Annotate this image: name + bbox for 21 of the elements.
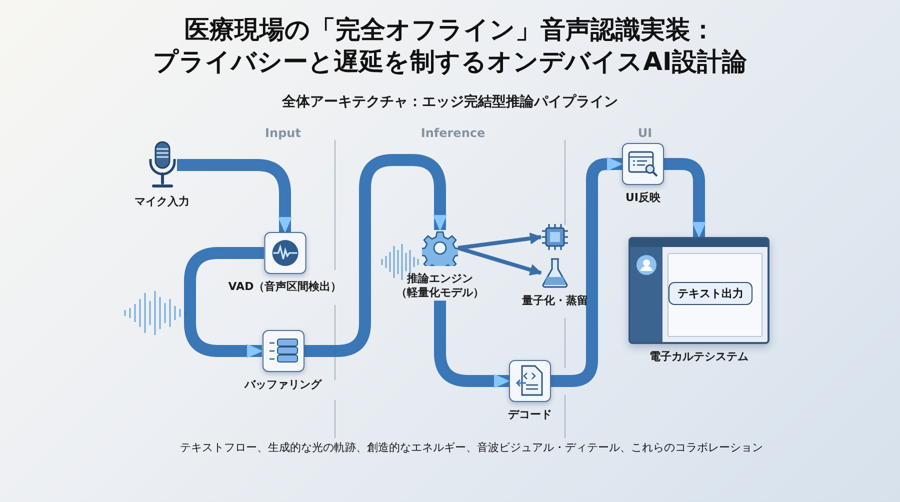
arrow [458, 232, 542, 250]
flow-pipe [551, 157, 623, 387]
column-heading: UI [638, 126, 652, 140]
flow-pipe [177, 159, 292, 233]
node-label: マイク入力 [134, 195, 190, 210]
node-label: バッファリング [244, 378, 322, 392]
arrow [457, 246, 542, 276]
node-label: VAD（音声区間検出） [228, 280, 342, 294]
speech-bubble: テキスト出力 [668, 282, 752, 305]
flow-pipe [184, 247, 264, 358]
node-label: UI反映 [625, 191, 661, 206]
node-label: デコード [508, 408, 552, 422]
node-label: 推論エンジン（軽量化モデル） [395, 272, 485, 301]
column-heading: Input [265, 126, 301, 140]
subtitle: 全体アーキテクチャ：エッジ完結型推論パイプライン [281, 93, 619, 111]
caption: テキストフロー、生成的な光の軌跡、創造的なエネルギー、音波ビジュアル・ディテール、これらのコラボレーション [180, 440, 763, 455]
title: 医療現場の「完全オフライン」音声認識実装：プライバシーと遅延を制するオンデバイスAI設計論 [152, 14, 748, 78]
column-heading: Inference [420, 126, 486, 140]
node-label: 電子カルテシステム [650, 350, 748, 364]
flow-pipe [434, 300, 510, 388]
flow-pipe [304, 154, 447, 357]
